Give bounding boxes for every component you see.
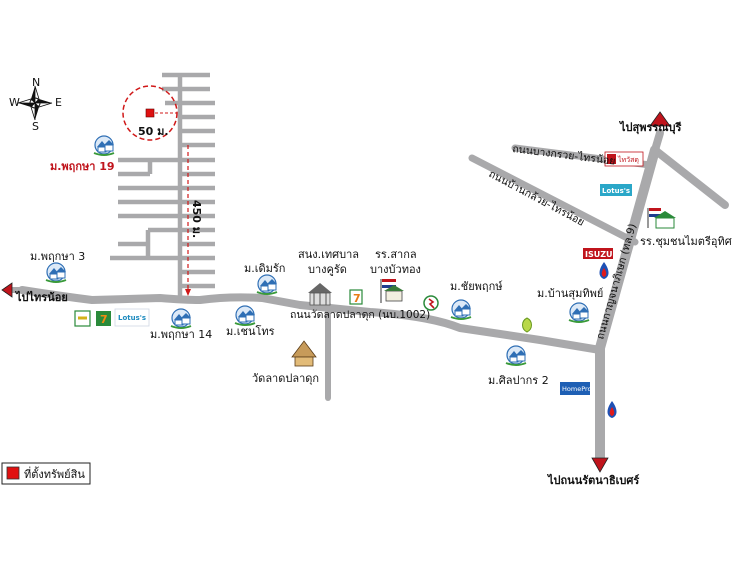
homepro-logo: HomePro (560, 382, 592, 395)
label-dermrak: ม.เดิมรัก (244, 262, 285, 275)
label-pruksa14: ม.พฤกษา 14 (150, 328, 212, 341)
village-dermrak-icon (256, 274, 278, 295)
village-silpakorn2-icon (505, 345, 527, 366)
thaiwatsadu-logo: ไทวัสดุ (604, 151, 644, 167)
village-chanthorn-icon (234, 305, 256, 326)
label-kanchanaphisek-road: ถนนกาญจนาภิเษก (ทล.9) (594, 222, 639, 341)
label-chaipruek: ม.ชัยพฤกษ์ (450, 280, 503, 293)
main-roads (18, 129, 729, 465)
label-pruksa19: ม.พฤกษา 19 (50, 160, 115, 173)
distance-arrowhead (185, 289, 191, 296)
compass-icon (17, 85, 53, 121)
label-chumchon-school: รร.ชุมชนไมตรีอุทิศ (640, 235, 732, 248)
legend: ที่ตั้งทรัพย์สิน (1, 462, 91, 485)
label-north-direction: ไปสุพรรณบุรี (618, 120, 681, 135)
label-south-direction: ไปถนนรัตนาธิเบศร์ (546, 473, 639, 487)
label-bang-kruai-road: ถนนบางกรวย-ไทรน้อย (512, 142, 617, 168)
label-school-1: รร.สากล (375, 248, 417, 261)
label-temple: วัดลาดปลาดุก (252, 372, 319, 385)
distance-label: 450 ม. (190, 200, 203, 238)
arrow-west (1, 282, 22, 298)
subdivision-roads (110, 72, 215, 300)
svg-text:ไทวัสดุ: ไทวัสดุ (617, 155, 639, 164)
village-pruksa3-icon (45, 262, 67, 283)
gas-station-green-icon (423, 295, 439, 311)
compass-e: E (55, 96, 62, 109)
ptt-station-icon-2 (607, 401, 617, 418)
label-main-road: ถนนวัดลาดปลาดุก (นบ.1002) (290, 309, 430, 321)
svg-text:ISUZU: ISUZU (585, 250, 613, 259)
legend-label: ที่ตั้งทรัพย์สิน (24, 466, 85, 481)
label-bansuanthip: ม.บ้านสุมทิพย์ (537, 287, 603, 300)
label-silpakorn2: ม.ศิลปากร 2 (488, 374, 549, 387)
isuzu-logo: ISUZU (583, 248, 613, 259)
school-chumchon-icon (647, 208, 676, 229)
svg-text:Lotus's: Lotus's (118, 314, 146, 322)
village-bansuanthip-icon (568, 302, 590, 323)
compass-n: N (32, 76, 40, 89)
label-municipal-1: สนง.เทศบาล (298, 248, 359, 261)
temple-icon (291, 340, 317, 367)
seven-eleven-icon: 7 (349, 289, 363, 305)
label-ban-kluay-road: ถนนบ้านกล้วย-ไทรน้อย (487, 167, 587, 229)
label-chanthorn: ม.เชนโทร (226, 324, 275, 338)
svg-text:Lotus's: Lotus's (602, 187, 630, 195)
ptt-station-icon-1 (599, 262, 609, 279)
village-pruksa19-icon (93, 135, 115, 156)
property-marker (122, 85, 178, 141)
label-west-direction: ไปไทรน้อย (14, 290, 68, 304)
lotus-east-logo: Lotus's (600, 184, 632, 196)
municipal-office-icon (308, 283, 332, 306)
label-school-2: บางบัวทอง (370, 263, 421, 276)
compass-s: S (32, 120, 39, 133)
bangchak-icon (522, 317, 532, 333)
village-chaipruek-icon (450, 299, 472, 320)
compass-w: W (9, 96, 20, 109)
radius-label: 50 ม. (138, 125, 169, 138)
arrow-north (649, 111, 671, 127)
svg-text:7: 7 (353, 292, 361, 305)
label-pruksa3: ม.พฤกษา 3 (30, 250, 85, 263)
lotus-west-logo: 7 Lotus's (74, 308, 150, 327)
svg-text:HomePro: HomePro (562, 385, 592, 393)
village-pruksa14-icon (170, 308, 192, 329)
arrow-south (591, 457, 609, 473)
label-municipal-2: บางคูรัด (308, 263, 347, 276)
school-flag-icon (380, 279, 404, 303)
legend-marker-icon (6, 466, 20, 480)
svg-text:7: 7 (100, 313, 108, 326)
